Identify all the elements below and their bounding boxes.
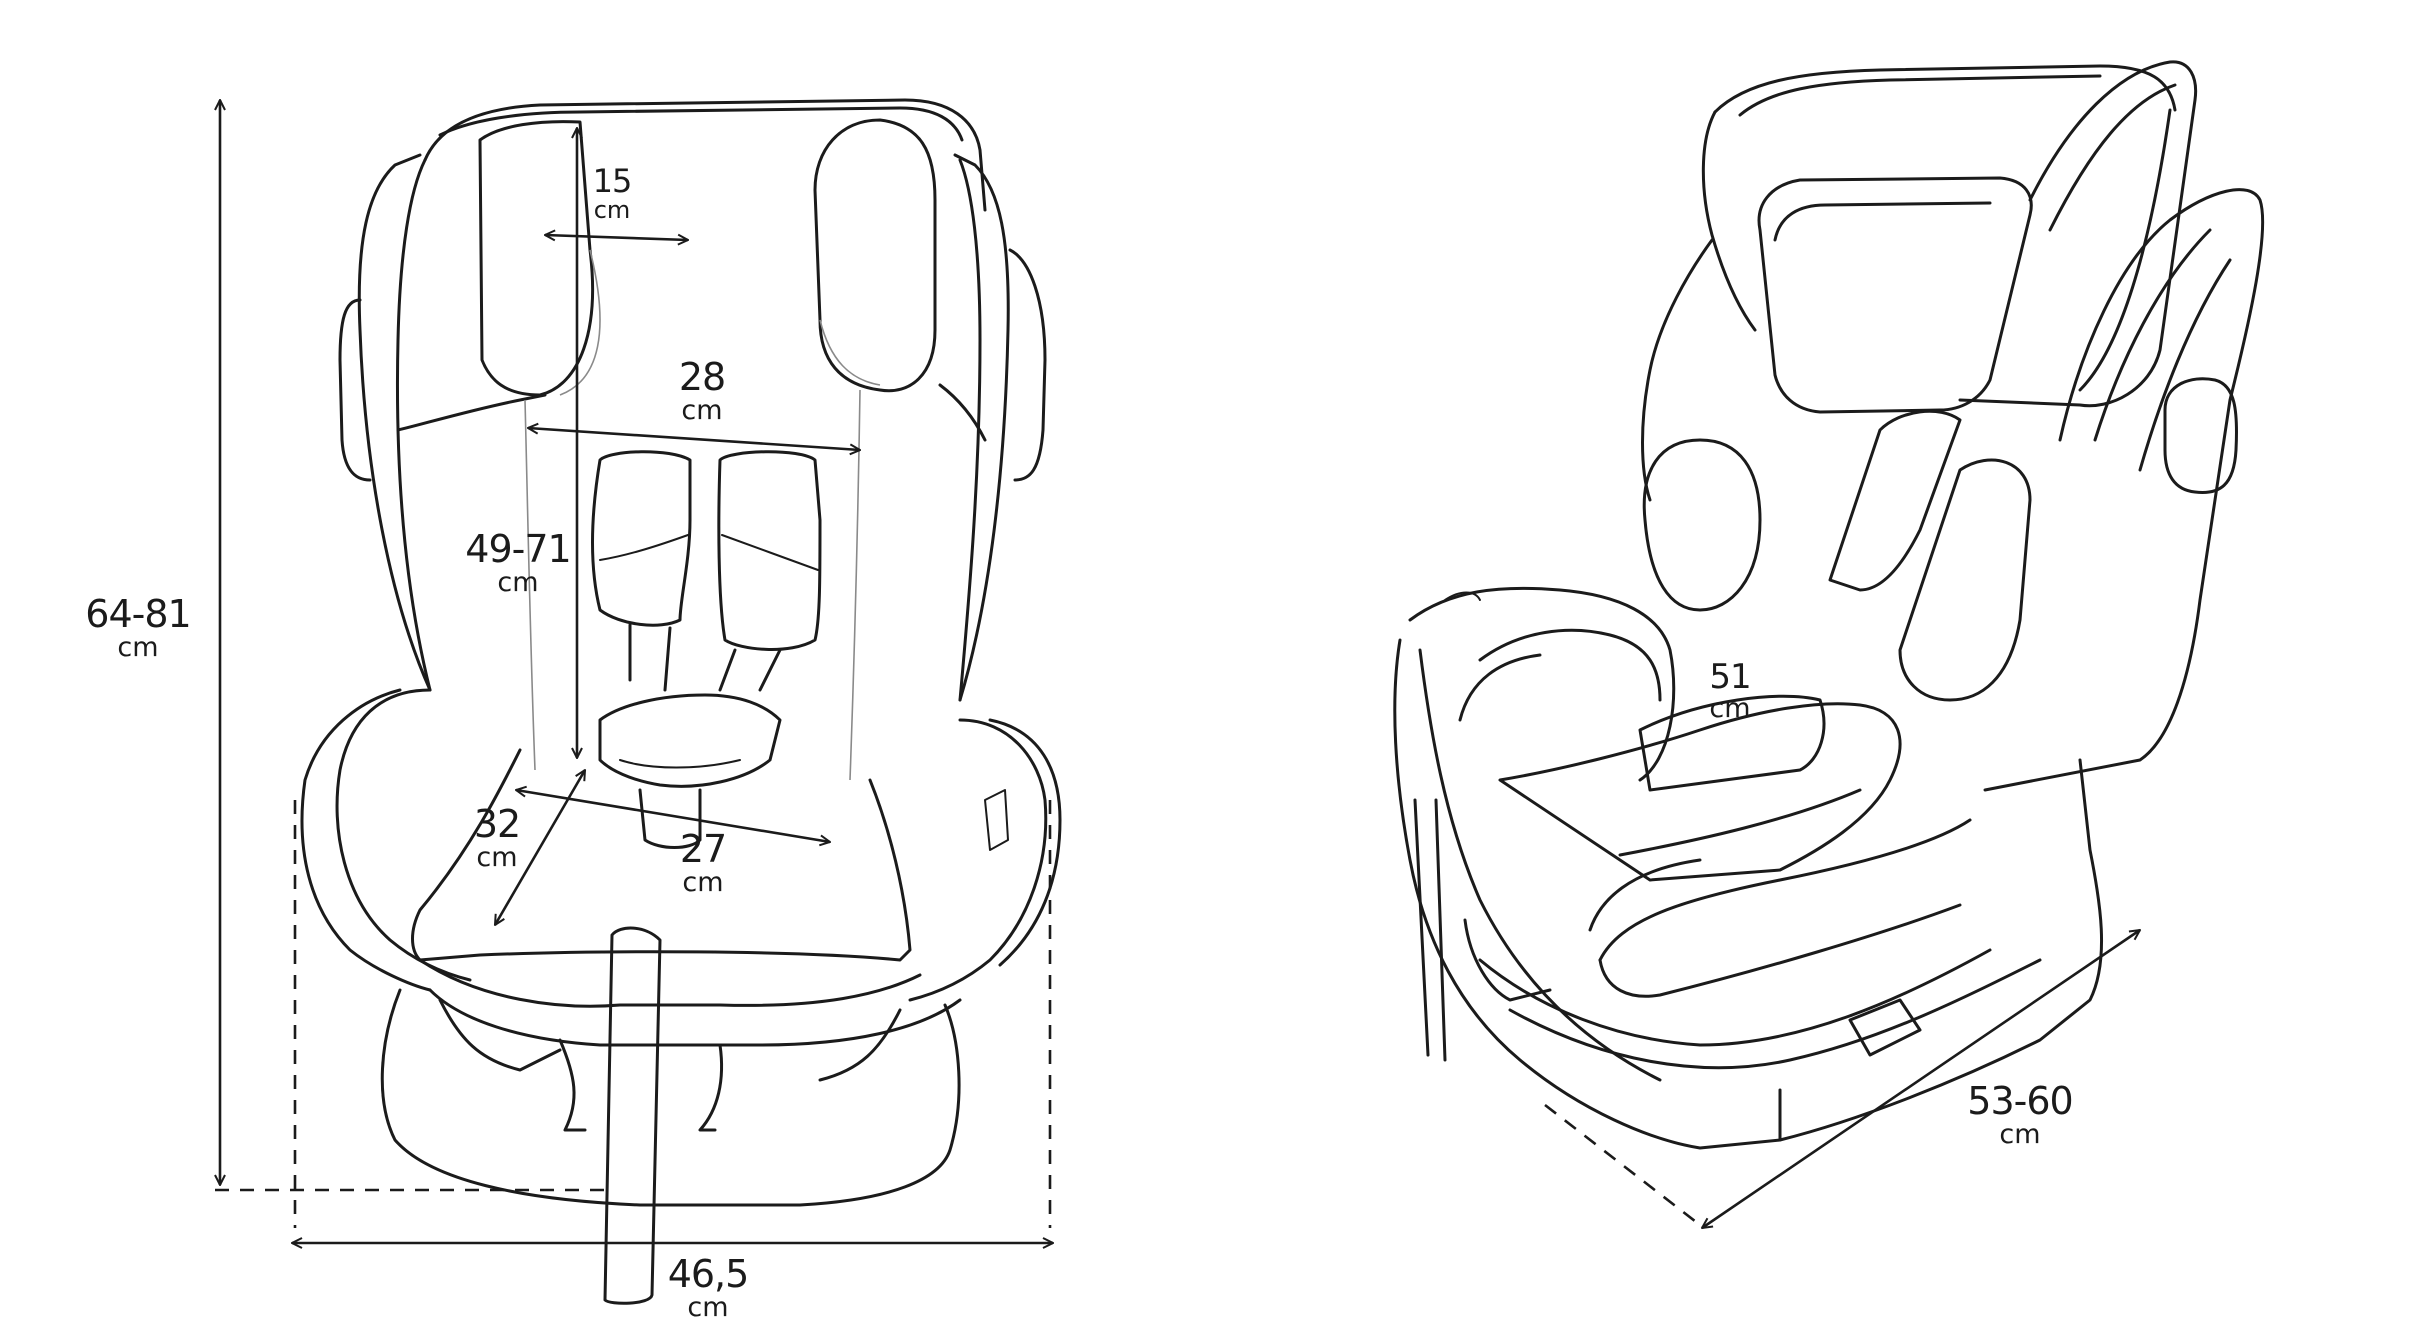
perspective-view-seat	[1393, 60, 2265, 1150]
front-view-seat	[300, 98, 1062, 1305]
front-view-dimension-lines	[215, 100, 1053, 1243]
perspective-dimension-lines	[1544, 930, 2140, 1228]
